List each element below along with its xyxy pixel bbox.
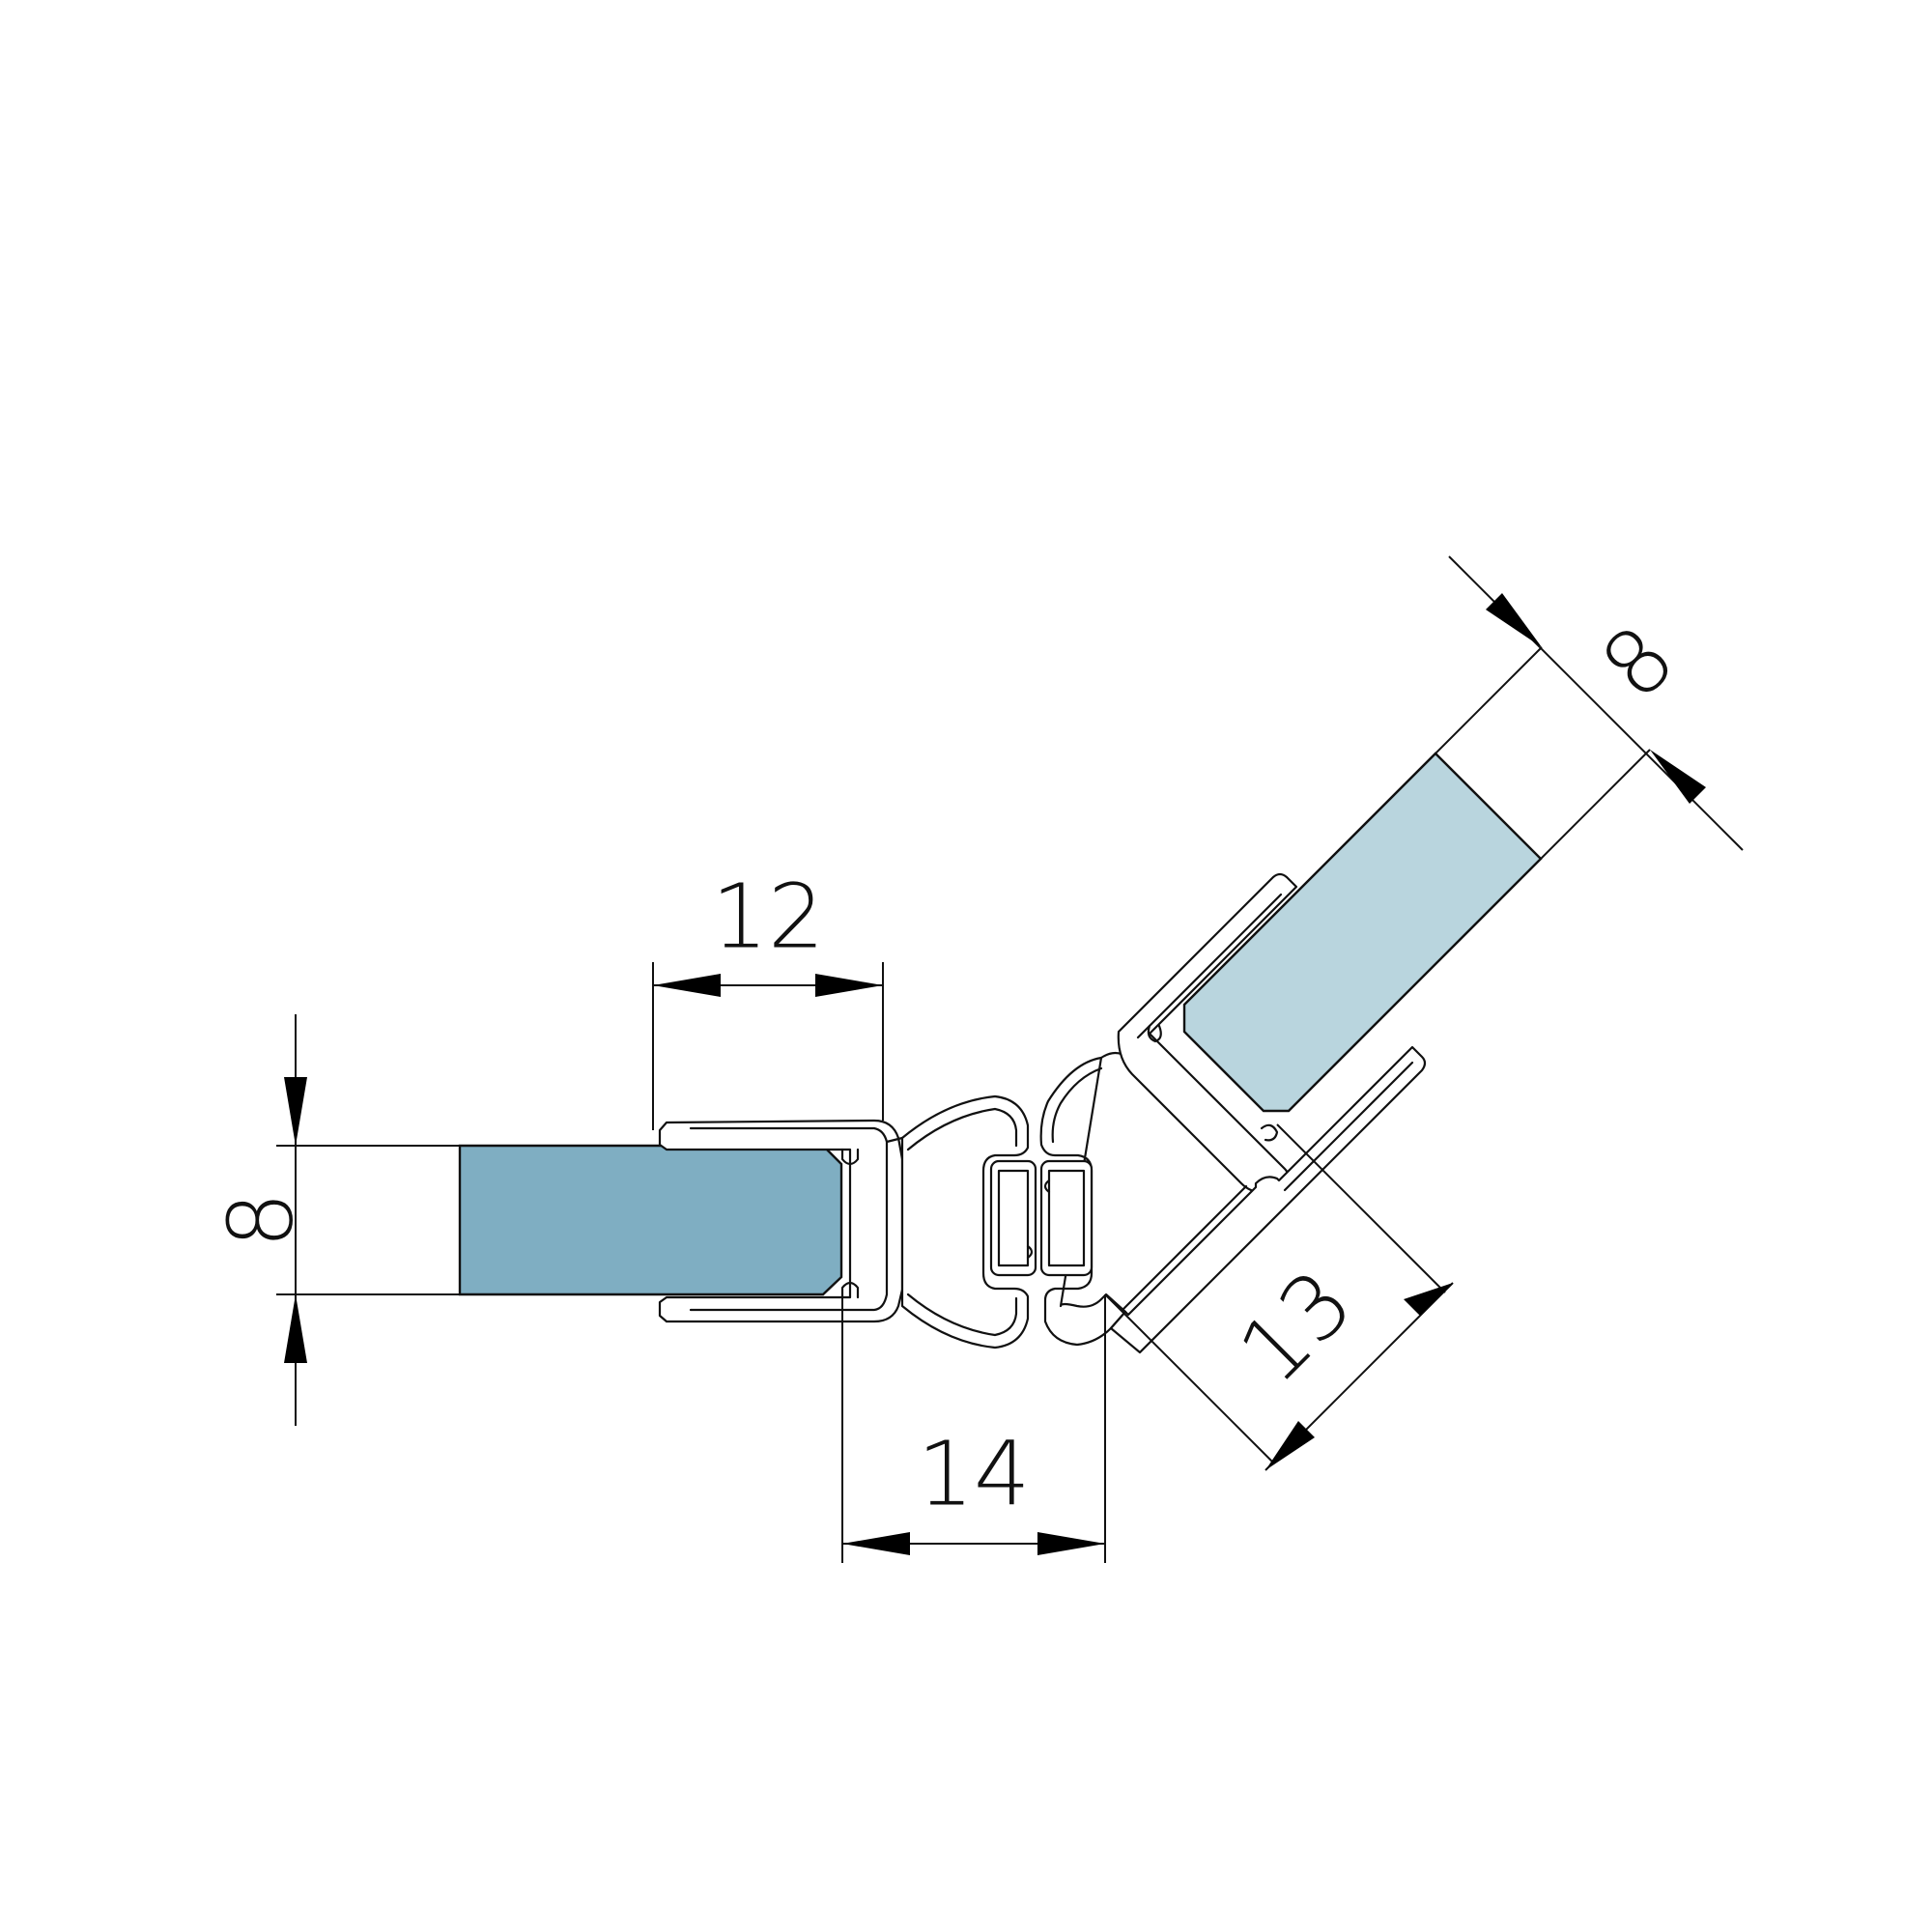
left-glass-panel (458, 1144, 843, 1296)
arrow-up (284, 1294, 307, 1363)
dim-label-profile-width-right: 13 (1220, 1251, 1373, 1404)
hinge-right-magnet-core (1047, 1169, 1086, 1267)
arrow-right (653, 974, 721, 997)
left-profile-top-lip (658, 1119, 904, 1323)
right-profile-lower-inner-2 (1121, 1184, 1248, 1312)
left-profile-inner-slot (689, 1126, 889, 1312)
left-glass-pane (458, 1144, 843, 1296)
right-profile-upper-rail-inner (1136, 893, 1283, 1039)
dim-label-insertion-depth: 12 (711, 866, 824, 969)
left-u-profile (658, 1119, 904, 1323)
left-profile-top-notch (840, 1148, 860, 1166)
right-u-profile (1109, 872, 1427, 1354)
dim-label-profile-width-left: 14 (917, 1423, 1030, 1526)
right-profile-lower-notch (1260, 1123, 1279, 1142)
dim-label-left-thickness: 8 (210, 1192, 313, 1249)
right-profile-upper-notch (1147, 1024, 1162, 1043)
arrow-diag-down (1486, 593, 1542, 647)
hinge-left-inner-bottom (906, 1293, 1018, 1337)
arrow-left (815, 974, 883, 997)
left-profile-edge (885, 1136, 904, 1144)
arrow-diag-up (1650, 750, 1706, 804)
dim-label-right-thickness: 8 (1581, 606, 1694, 719)
hinge-right-inner (1051, 1066, 1103, 1144)
right-profile-lower-rail-inner (1283, 1061, 1414, 1192)
hinge-right-magnet (1039, 1159, 1094, 1277)
arrow-left (1037, 1532, 1105, 1555)
right-profile-lower-rail (1109, 1045, 1427, 1354)
hinge-left-magnet-tab (1026, 1244, 1034, 1260)
hinge-left-body (900, 1094, 1030, 1350)
hinge-left-magnet (989, 1159, 1037, 1277)
hinge-left-inner (906, 1107, 1018, 1151)
center-hinge (900, 1051, 1134, 1350)
left-profile-bottom-notch (840, 1281, 860, 1299)
arrow-diag-down (1404, 1283, 1453, 1316)
hinge-right-magnet-tab (1043, 1179, 1051, 1194)
dimension-left-thickness: 8 (210, 1014, 460, 1426)
dimension-profile-width-left: 14 (841, 1294, 1106, 1563)
arrow-down (284, 1077, 307, 1146)
dimension-insertion-depth: 12 (652, 866, 884, 1130)
arrow-diag-up (1265, 1421, 1315, 1470)
hinge-left-magnet-core (997, 1169, 1030, 1267)
arrow-right (842, 1532, 910, 1555)
